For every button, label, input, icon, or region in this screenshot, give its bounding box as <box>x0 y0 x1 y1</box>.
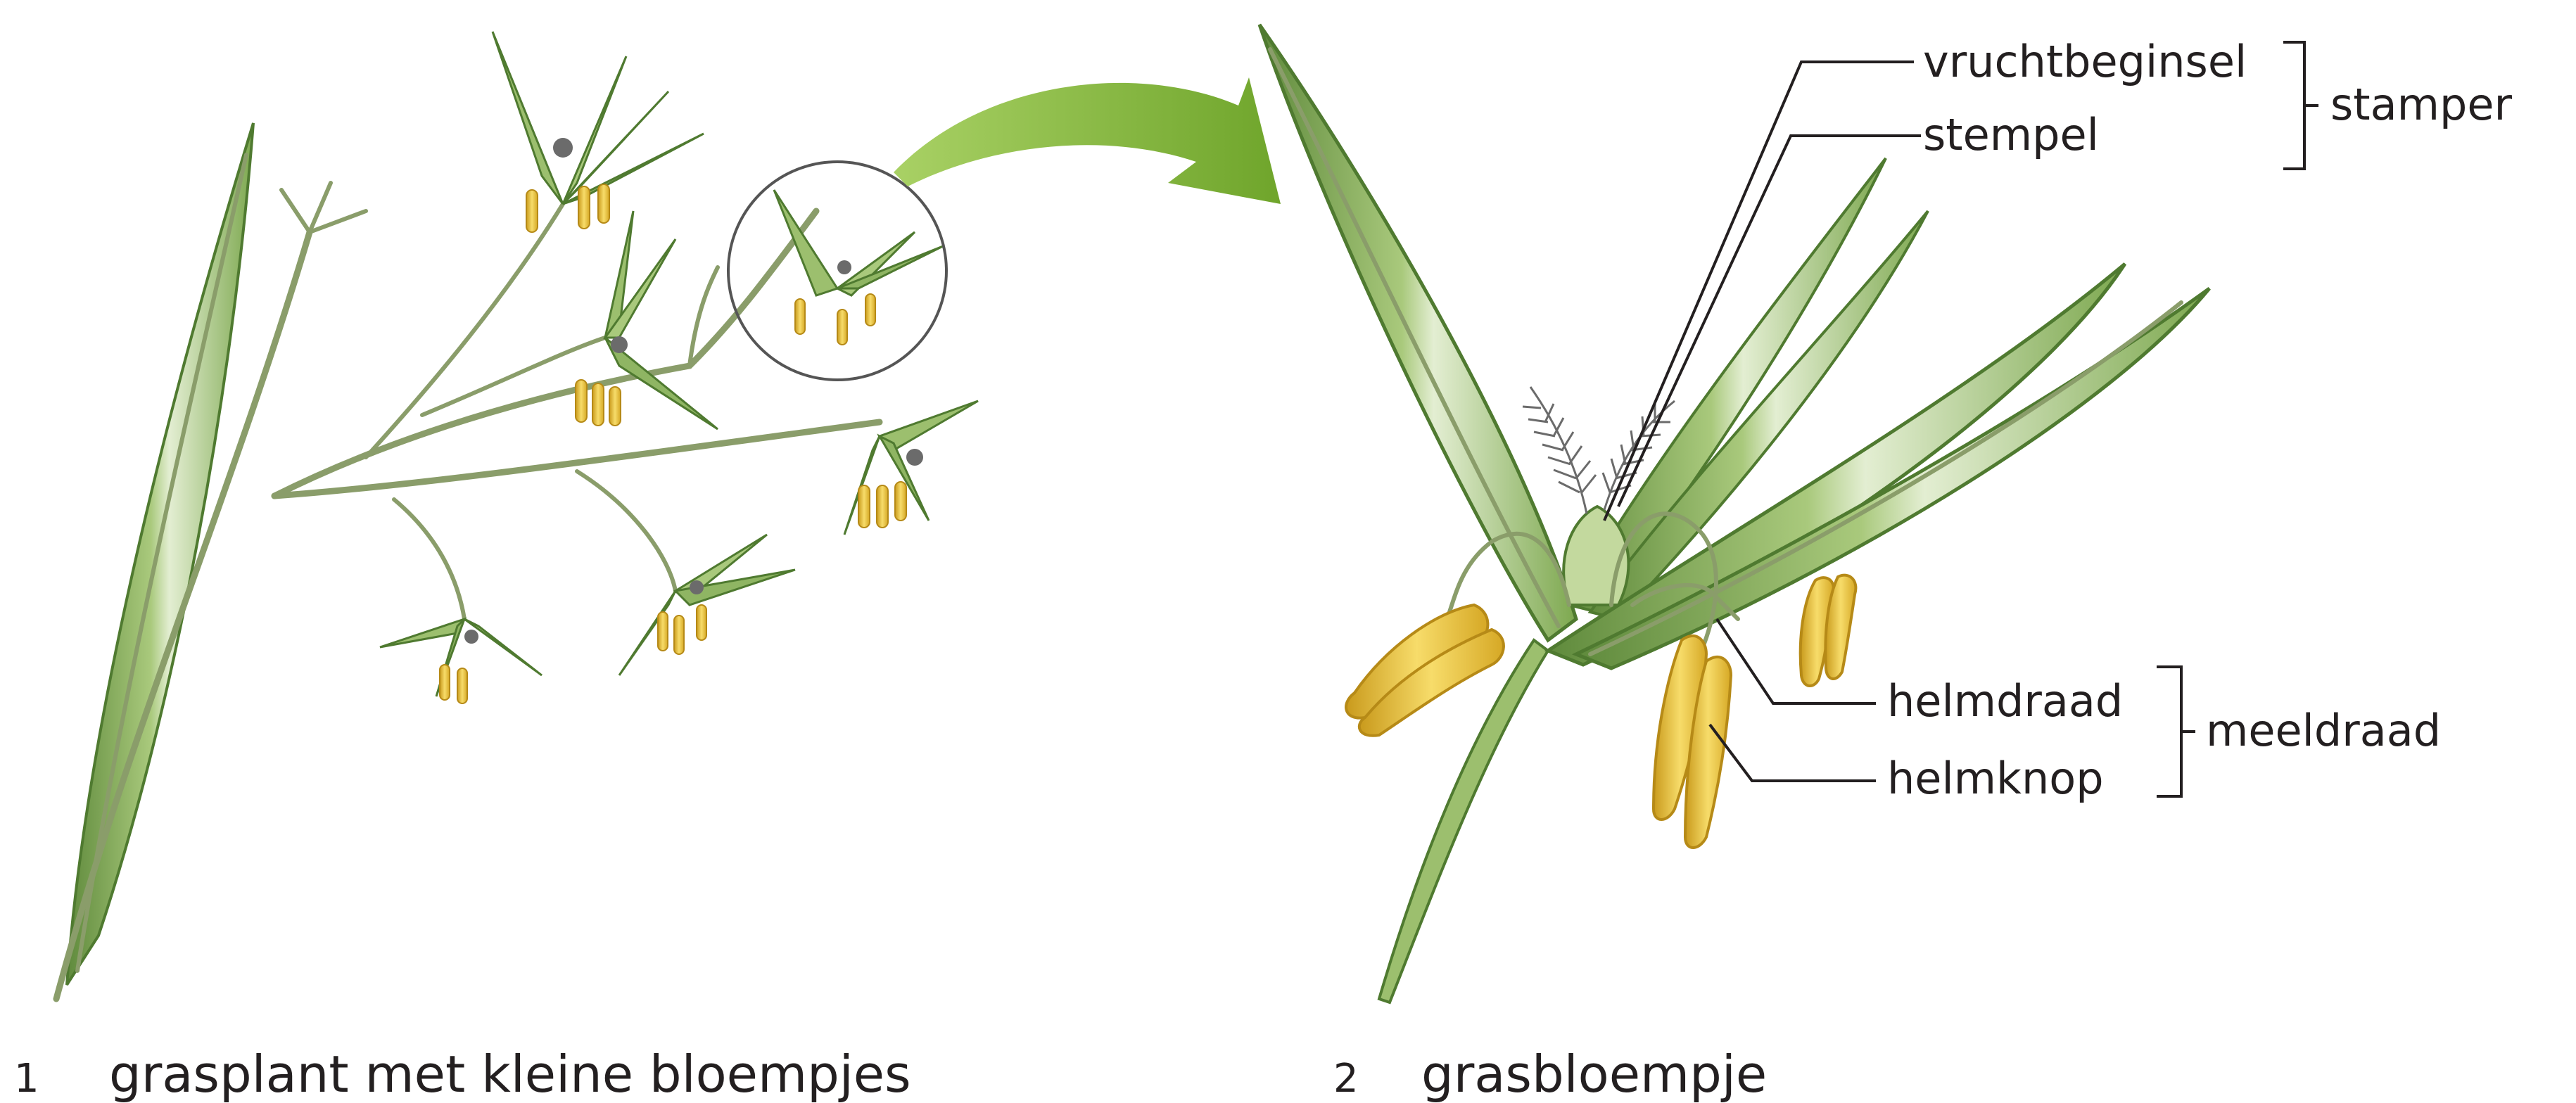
caption-2-text: grasbloempje <box>1421 1045 1767 1103</box>
label-helmknop: helmknop <box>1887 753 2104 804</box>
spikelet-lower-left <box>380 619 542 703</box>
label-stempel: stempel <box>1923 109 2099 160</box>
spikelet-top <box>493 32 704 232</box>
zoom-arrow <box>894 77 1281 204</box>
label-meeldraad: meeldraad <box>2206 705 2441 756</box>
bracket-meeldraad <box>2157 667 2195 796</box>
anther-group-middle <box>1654 636 1731 848</box>
caption-2-number: 2 <box>1333 1056 1359 1102</box>
leader-helmdraad <box>1717 619 1876 703</box>
label-vruchtbeginsel: vruchtbeginsel <box>1923 36 2247 87</box>
anther-group-left <box>1346 605 1504 736</box>
label-stamper: stamper <box>2330 79 2513 130</box>
caption-1-text: grasplant met kleine bloempjes <box>109 1045 911 1103</box>
bracket-stamper <box>2283 42 2318 169</box>
caption-1-number: 1 <box>14 1056 39 1102</box>
anther-group-right <box>1801 575 1856 686</box>
grass-plant-illustration <box>56 32 978 999</box>
label-helmdraad: helmdraad <box>1887 675 2123 727</box>
glume-left <box>1260 25 1576 640</box>
magnifier-circle <box>728 162 946 380</box>
spikelet-lower-middle <box>619 535 795 675</box>
leader-helmknop <box>1710 725 1876 781</box>
spikelet-circled <box>774 190 943 345</box>
grass-floret-illustration <box>1260 25 2209 1002</box>
